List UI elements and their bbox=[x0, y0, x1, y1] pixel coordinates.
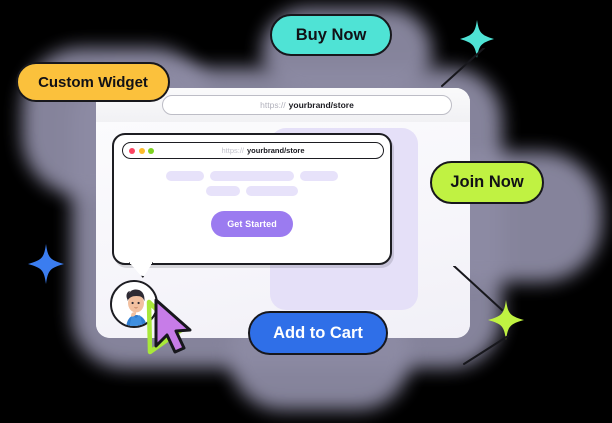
sparkle-green-icon bbox=[488, 300, 524, 340]
maximize-dot[interactable] bbox=[148, 147, 154, 154]
chat-widget-preview: https:// yourbrand/store Get Started bbox=[112, 133, 392, 278]
widget-url-host: yourbrand/store bbox=[247, 146, 305, 155]
skeleton-bar bbox=[300, 171, 338, 181]
sparkle-cyan-icon bbox=[460, 20, 494, 58]
skeleton-bar bbox=[166, 171, 204, 181]
widget-url-bar[interactable]: https:// yourbrand/store bbox=[122, 142, 384, 159]
get-started-button[interactable]: Get Started bbox=[211, 211, 293, 237]
cta-container: Get Started bbox=[114, 211, 390, 237]
widget-url-scheme: https:// bbox=[221, 146, 244, 155]
sparkle-blue-icon bbox=[28, 244, 64, 284]
skeleton-bar bbox=[246, 186, 298, 196]
outer-url-bar[interactable]: https:// yourbrand/store bbox=[162, 95, 452, 115]
mouse-pointer bbox=[140, 292, 196, 360]
pill-join-now[interactable]: Join Now bbox=[430, 161, 544, 204]
close-dot[interactable] bbox=[129, 147, 135, 154]
traffic-light-dots bbox=[129, 147, 154, 154]
cursor-icon bbox=[146, 298, 192, 355]
pill-add-to-cart[interactable]: Add to Cart bbox=[248, 311, 388, 355]
skeleton-bar bbox=[206, 186, 240, 196]
speech-bubble-tail-seam bbox=[130, 260, 152, 264]
pill-custom-widget[interactable]: Custom Widget bbox=[16, 62, 170, 102]
content-skeleton bbox=[114, 171, 390, 201]
skeleton-row bbox=[114, 186, 390, 196]
outer-url-host: yourbrand/store bbox=[288, 100, 354, 110]
hairline-bottom-right-lower bbox=[463, 336, 509, 365]
pill-buy-now[interactable]: Buy Now bbox=[270, 14, 392, 56]
avatar-illustration bbox=[112, 282, 156, 326]
skeleton-bar bbox=[210, 171, 294, 181]
skeleton-row bbox=[114, 171, 390, 181]
hairline-top-right bbox=[441, 48, 485, 87]
hairline-bottom-right-upper bbox=[453, 266, 503, 311]
cursor-arrow bbox=[154, 298, 192, 354]
outer-url-scheme: https:// bbox=[260, 100, 286, 110]
widget-url-text: https:// yourbrand/store bbox=[157, 146, 383, 155]
minimize-dot[interactable] bbox=[138, 147, 145, 154]
